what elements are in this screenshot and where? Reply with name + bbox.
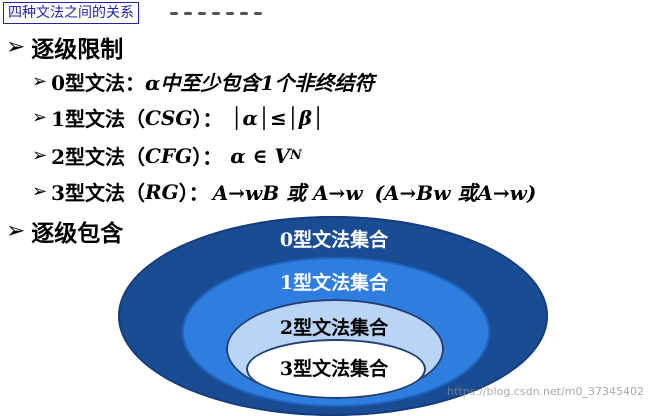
item-extra: (A→Bw 或A→w) (374, 181, 537, 205)
item-expr: │α│≤│β│ (230, 105, 325, 130)
ring-label-type1: 1型文法集合 (279, 272, 389, 294)
slide-title-tag: 四种文法之间的关系 (3, 2, 139, 24)
heading-gradual-restriction: ➢ 逐级限制 (6, 30, 123, 64)
item-prefix: 1型文法（ (51, 107, 146, 131)
item-prefix: 0型文法： (51, 71, 146, 95)
arrow-bullet-icon: ➢ (32, 181, 48, 202)
ring-type3 (246, 339, 426, 399)
list-item-type0: ➢ 0型文法： α中至少包含1个非终结符 (32, 67, 374, 96)
ring-label-type3: 3型文法集合 (279, 358, 389, 380)
heading-text: 逐级包含 (31, 220, 124, 247)
heading-text: 逐级限制 (31, 36, 124, 63)
list-item-type1: ➢ 1型文法（ CSG ）： │α│≤│β│ (32, 103, 324, 132)
watermark: https://blog.csdn.net/m0_37345402 (447, 385, 644, 398)
top-edge-marks (170, 0, 310, 15)
item-prefix: 2型文法（ (51, 145, 146, 169)
list-item-type3: ➢ 3型文法（ RG ）： A→wB 或 A→w (A→Bw 或A→w) (32, 177, 536, 206)
item-expr: α ∈ V (230, 143, 290, 168)
item-abbrev: CSG (145, 105, 193, 130)
item-abbrev: CFG (145, 143, 193, 168)
ring-label-type2: 2型文法集合 (279, 317, 389, 339)
item-mid: ）： (192, 145, 223, 169)
ring-label-type0: 0型文法集合 (279, 229, 389, 251)
item-mid: ）： (178, 181, 209, 205)
arrow-bullet-icon: ➢ (32, 71, 48, 92)
heading-gradual-inclusion: ➢ 逐级包含 (6, 214, 123, 248)
arrow-bullet-icon: ➢ (6, 34, 26, 60)
arrow-bullet-icon: ➢ (32, 145, 48, 166)
item-mid: ）： (192, 107, 223, 131)
arrow-bullet-icon: ➢ (32, 107, 48, 128)
arrow-bullet-icon: ➢ (6, 218, 26, 244)
item-abbrev: RG (145, 179, 179, 204)
item-subscript: N (289, 148, 302, 163)
item-expr: A→wB 或 A→w (212, 181, 363, 205)
item-expr: α中至少包含1个非终结符 (145, 71, 375, 95)
item-prefix: 3型文法（ (51, 181, 146, 205)
